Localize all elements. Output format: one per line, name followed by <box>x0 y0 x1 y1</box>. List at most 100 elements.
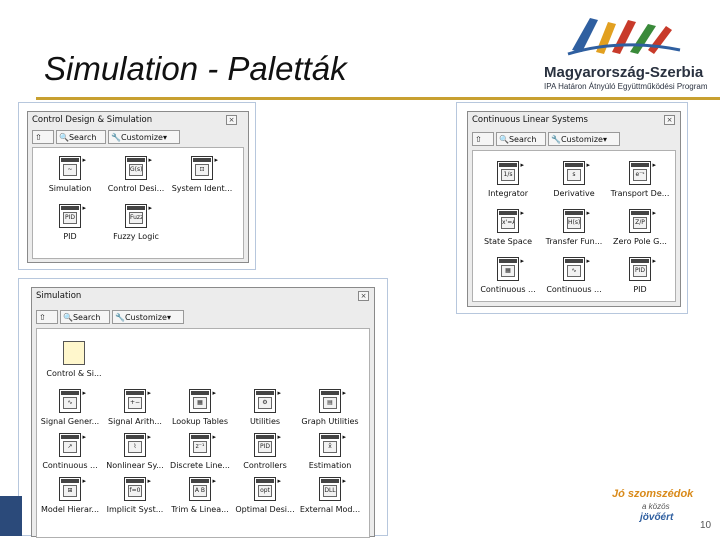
icon-header-bar <box>499 211 517 215</box>
palette-item-label: Optimal Desi... <box>235 505 295 514</box>
search-icon: 🔍 <box>59 133 69 142</box>
palette-item[interactable]: ↗▸Continuous ... <box>39 433 101 477</box>
submenu-arrow-icon: ▸ <box>147 477 151 485</box>
submenu-arrow-icon: ▸ <box>212 389 216 397</box>
palette-item-label: Integrator <box>487 189 529 198</box>
submenu-arrow-icon: ▸ <box>277 477 281 485</box>
palette-item[interactable]: Fuzzy▸Fuzzy Logic <box>105 204 167 248</box>
submenu-arrow-icon: ▸ <box>82 433 86 441</box>
palette-item-label: PID <box>633 285 647 294</box>
palette-item[interactable]: f=0▸Implicit Syst... <box>104 477 166 521</box>
palette-item[interactable]: x̂▸Estimation <box>299 433 361 477</box>
palette-item-label: External Mod... <box>299 505 361 514</box>
palette-item[interactable]: ⌇▸Nonlinear Sy... <box>104 433 166 477</box>
palette-item[interactable]: A B▸ Trim & Linea... <box>169 477 231 521</box>
vi-icon: ▦▸ <box>189 389 216 413</box>
palette-item[interactable]: Z/P▸Zero Pole G... <box>609 209 671 253</box>
vi-icon: ↗▸ <box>59 433 86 457</box>
vi-icon: PID ▸ <box>629 257 656 281</box>
customize-button[interactable]: 🔧Customize▾ <box>108 130 180 144</box>
palette-item[interactable]: e⁻ˢ▸Transport De... <box>609 161 671 205</box>
palette-item[interactable]: PID▸PID <box>39 204 101 248</box>
up-arrow-icon: ⇧ <box>35 133 42 142</box>
palette-item[interactable]: ▦▸Continuous ... <box>477 257 539 301</box>
palette-item[interactable]: 1/s▸Integrator <box>477 161 539 205</box>
up-button[interactable]: ⇧ <box>36 310 58 324</box>
palette-item[interactable]: opt ▸ Optimal Desi... <box>234 477 296 521</box>
icon-glyph: z⁻¹ <box>193 441 207 453</box>
palette-item[interactable]: ∿▸Signal Gener... <box>39 389 101 433</box>
submenu-arrow-icon: ▸ <box>147 433 151 441</box>
icon-header-bar <box>193 158 211 162</box>
up-arrow-icon: ⇧ <box>39 313 46 322</box>
palette-item[interactable]: ⚙▸Utilities <box>234 389 296 433</box>
palette-item[interactable]: ▦▸Lookup Tables <box>169 389 231 433</box>
palette-item-label: Model Hierar... <box>40 505 100 514</box>
icon-header-bar <box>499 163 517 167</box>
folder-icon[interactable] <box>63 341 85 365</box>
search-icon: 🔍 <box>63 313 73 322</box>
submenu-arrow-icon: ▸ <box>652 209 656 217</box>
palette-item-label: PID <box>63 232 77 241</box>
icon-glyph: opt <box>258 485 272 497</box>
close-icon[interactable]: × <box>226 115 237 125</box>
submenu-arrow-icon: ▸ <box>586 257 590 265</box>
palette-item[interactable]: ⊞▸Model Hierar... <box>39 477 101 521</box>
palette-item[interactable]: DLL▸External Mod... <box>299 477 361 521</box>
palette-item[interactable]: s▸Derivative <box>543 161 605 205</box>
icon-glyph: A B <box>193 485 207 497</box>
icon-header-bar <box>631 259 649 263</box>
palette-item-label: Controllers <box>243 461 287 470</box>
palette-item[interactable]: z⁻¹▸Discrete Line... <box>169 433 231 477</box>
palette-item-label: Trim & Linea... <box>171 505 229 514</box>
palette-item[interactable]: ▤▸Graph Utilities <box>299 389 361 433</box>
icon-header-bar <box>61 206 79 210</box>
close-icon[interactable]: × <box>358 291 369 301</box>
palette-item[interactable]: ~▸Simulation <box>39 156 101 200</box>
icon-header-bar <box>321 479 339 483</box>
slogan-line3: jövőért <box>640 512 674 523</box>
vi-icon: f=0 ▸ <box>124 477 151 501</box>
icon-glyph: f=0 <box>128 485 142 497</box>
customize-button[interactable]: 🔧Customize▾ <box>112 310 184 324</box>
icon-glyph: ↗ <box>63 441 77 453</box>
search-button[interactable]: 🔍Search <box>496 132 546 146</box>
up-button[interactable]: ⇧ <box>472 132 494 146</box>
folder-label: Control & Si... <box>46 369 102 378</box>
icon-header-bar <box>61 391 79 395</box>
vi-icon: ⌇▸ <box>124 433 151 457</box>
vi-icon: x'=Ax▸ <box>497 209 524 233</box>
palette-item[interactable]: ∿▸Continuous ... <box>543 257 605 301</box>
icon-glyph: PID <box>258 441 272 453</box>
submenu-arrow-icon: ▸ <box>652 257 656 265</box>
slogan-line2: a közös <box>642 502 670 511</box>
palette-item-label: Zero Pole G... <box>613 237 667 246</box>
palette-item-label: Fuzzy Logic <box>113 232 159 241</box>
vi-icon: G(s)▸ <box>125 156 152 180</box>
up-arrow-icon: ⇧ <box>475 135 482 144</box>
search-button[interactable]: 🔍Search <box>56 130 106 144</box>
vi-icon: opt ▸ <box>254 477 281 501</box>
vi-icon: ∿▸ <box>59 389 86 413</box>
up-button[interactable]: ⇧ <box>32 130 54 144</box>
submenu-arrow-icon: ▸ <box>82 156 86 164</box>
close-icon[interactable]: × <box>664 115 675 125</box>
palette-item[interactable]: ⊡▸System Ident... <box>171 156 233 200</box>
icon-glyph: ~ <box>63 164 77 176</box>
palette-item[interactable]: +−▸Signal Arith... <box>104 389 166 433</box>
icon-header-bar <box>126 479 144 483</box>
palette-item[interactable]: G(s)▸Control Desi... <box>105 156 167 200</box>
vi-icon: +−▸ <box>124 389 151 413</box>
search-button[interactable]: 🔍Search <box>60 310 110 324</box>
palette-item[interactable]: PID ▸ PID <box>609 257 671 301</box>
palette-item[interactable]: x'=Ax▸ State Space <box>477 209 539 253</box>
customize-button[interactable]: 🔧Customize▾ <box>548 132 620 146</box>
icon-header-bar <box>126 435 144 439</box>
vi-icon: PID▸ <box>254 433 281 457</box>
submenu-arrow-icon: ▸ <box>520 161 524 169</box>
icon-glyph: PID <box>633 265 647 277</box>
palette-item[interactable]: H(s)▸Transfer Fun... <box>543 209 605 253</box>
vi-icon: A B▸ <box>189 477 216 501</box>
palette-item-label: State Space <box>483 237 533 246</box>
palette-item[interactable]: PID▸ Controllers <box>234 433 296 477</box>
